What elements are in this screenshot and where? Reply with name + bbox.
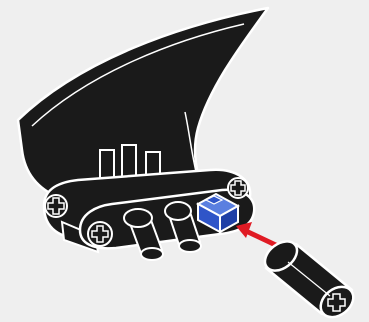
cross-hole-left [45,195,67,217]
cross-hole-right [228,178,248,198]
bushing [259,235,359,322]
cross-hole-front-left [88,222,112,246]
